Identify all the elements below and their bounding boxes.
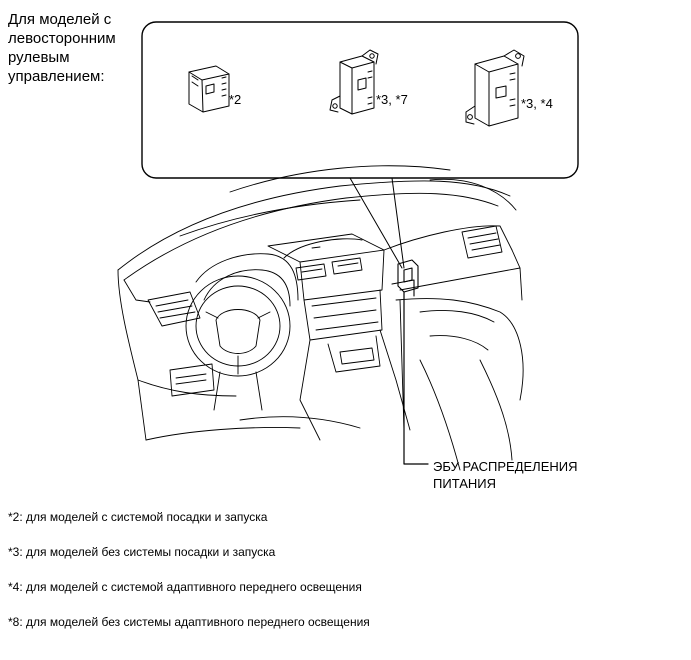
lhd-note-line: управлением: <box>8 68 105 85</box>
ecu-module-large <box>465 49 525 127</box>
ecu-label-line: ЭБУ РАСПРЕДЕЛЕНИЯ <box>433 459 578 474</box>
lhd-note-line: рулевым <box>8 49 70 66</box>
ecu-module-medium <box>329 49 379 115</box>
lhd-model-note: Для моделей с левосторонним рулевым упра… <box>8 10 116 86</box>
callout-leader-line <box>349 177 403 269</box>
module-label: *3, *4 <box>521 96 553 111</box>
lhd-note-line: левосторонним <box>8 30 116 47</box>
ecu-module-small <box>188 65 230 113</box>
module-callout-box <box>141 21 579 179</box>
ecu-label-line: ПИТАНИЯ <box>433 476 496 491</box>
footnote: *2: для моделей с системой посадки и зап… <box>8 510 268 524</box>
footnote: *8: для моделей без системы адаптивного … <box>8 615 370 629</box>
dashboard-outline <box>117 165 524 471</box>
module-label: *3, *7 <box>376 92 408 107</box>
footnote: *4: для моделей с системой адаптивного п… <box>8 580 362 594</box>
power-distribution-ecu <box>391 259 419 297</box>
lhd-note-line: Для моделей с <box>8 11 112 28</box>
ecu-leader-line <box>403 291 429 465</box>
module-label: *2 <box>229 92 242 107</box>
ecu-label: ЭБУ РАСПРЕДЕЛЕНИЯ ПИТАНИЯ <box>433 458 578 492</box>
footnote: *3: для моделей без системы посадки и за… <box>8 545 276 559</box>
callout-leader-line <box>391 177 405 269</box>
